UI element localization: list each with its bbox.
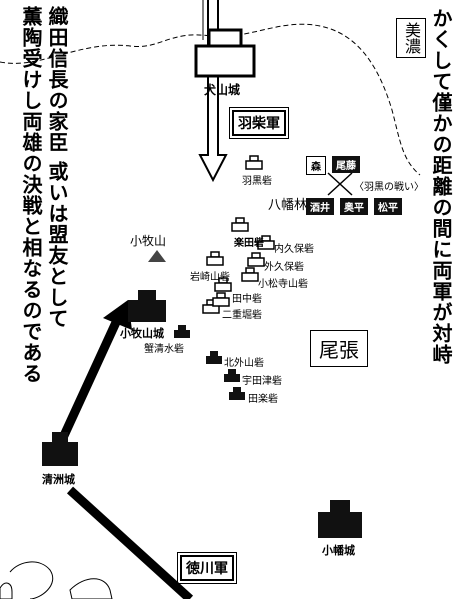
mountain-label: 小牧山 (130, 234, 167, 248)
tokugawa-fort-icons (174, 325, 245, 400)
castle-label-inuyama: 犬山城 (204, 83, 241, 97)
commander-tag: 奥平 (340, 198, 368, 215)
narration-line: 薫陶受けし両雄の決戦と相なるのである (19, 6, 43, 384)
fort-label: 田楽砦 (248, 394, 278, 405)
narration-line: かくして僅かの距離の間に両軍が対峙 (429, 8, 453, 365)
tokugawa-route (66, 486, 194, 599)
narration-right: かくして僅かの距離の間に両軍が対峙 (428, 8, 454, 388)
fort-label: 蟹清水砦 (144, 344, 184, 355)
hashiba-advance-arrow (198, 0, 228, 183)
region-owari: 尾張 (310, 330, 368, 367)
hashiba-fort-icons (202, 155, 275, 314)
tokugawa-advance-arrow (57, 316, 123, 442)
battle-label: 〈羽黒の戦い〉 (354, 182, 424, 193)
fort-label: 岩崎山砦 (190, 272, 230, 283)
fort-label: 田中砦 (232, 294, 262, 305)
castle-icon (128, 290, 166, 322)
castle-label-komakiyama: 小牧山城 (120, 327, 164, 340)
commander-tag: 森 (306, 156, 326, 175)
mountain-icon (148, 250, 166, 262)
castle-icon (42, 432, 78, 466)
river (0, 582, 13, 599)
river (9, 561, 53, 599)
army-hashiba: 羽柴軍 (229, 107, 289, 139)
castle-icon (318, 500, 362, 538)
river (69, 578, 113, 599)
fort-label: 楽田砦 (234, 238, 264, 249)
fort-label: 小松寺山砦 (258, 279, 308, 290)
castle-label-kiyosu: 清洲城 (42, 473, 75, 486)
tokugawa-arrowhead (103, 300, 132, 330)
battle-cross (327, 172, 353, 196)
commander-tag: 酒井 (306, 198, 334, 215)
fort-label: 羽黒砦 (242, 176, 272, 187)
commander-tag: 松平 (374, 198, 402, 215)
fort-label: 北外山砦 (224, 358, 264, 369)
army-tokugawa: 徳川軍 (177, 552, 237, 584)
fort-label: 二重堀砦 (222, 310, 262, 321)
castle-icon (194, 28, 256, 78)
province-border (0, 23, 421, 176)
fort-label: 外久保砦 (264, 262, 304, 273)
region-mino: 美濃 (396, 18, 426, 58)
mountain-label: 八幡林 (268, 198, 308, 213)
narration-left: 織田信長の家臣 或いは盟友として 薫陶受けし両雄の決戦と相なるのである (18, 6, 70, 446)
fort-label: 内久保砦 (274, 244, 314, 255)
fort-label: 宇田津砦 (242, 376, 282, 387)
castle-label-obata: 小幡城 (322, 544, 355, 557)
narration-line: 織田信長の家臣 或いは盟友として (45, 6, 69, 329)
commander-tag: 尾藤 (332, 156, 360, 173)
